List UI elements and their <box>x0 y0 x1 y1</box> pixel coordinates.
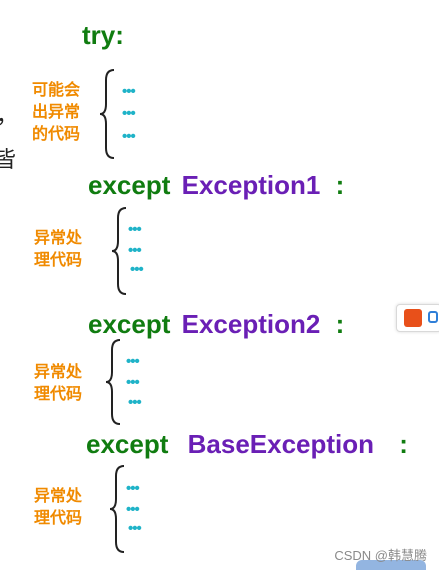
dots-2c: ••• <box>130 261 144 278</box>
except-line-1: except Exception1 : <box>88 170 344 201</box>
watermark: CSDN @韩慧腾 <box>334 548 427 563</box>
brace-handler-2 <box>105 339 121 425</box>
dots-2b: ••• <box>128 242 142 259</box>
corner-decoration <box>356 560 426 570</box>
except-keyword-3: except <box>86 429 169 459</box>
colon-1: : <box>335 170 345 200</box>
exception-name-3: BaseException <box>187 429 375 459</box>
edge-text-2: 皆 <box>0 147 17 172</box>
dots-3b: ••• <box>126 374 140 391</box>
dots-1c: ••• <box>122 128 136 145</box>
brace-handler-1 <box>111 207 127 295</box>
except-keyword-2: except <box>88 309 171 339</box>
dots-4b: ••• <box>126 501 140 518</box>
dots-2a: ••• <box>128 221 142 238</box>
dots-1b: ••• <box>122 105 136 122</box>
dots-4c: ••• <box>128 520 142 537</box>
label-handler-3: 异常处 理代码 <box>34 488 83 527</box>
app-logo-icon <box>404 309 422 327</box>
label-handler-1: 异常处 理代码 <box>34 230 83 269</box>
brace-try-body <box>99 69 115 159</box>
exception-name-1: Exception1 <box>181 170 321 200</box>
colon-3: : <box>399 429 408 459</box>
try-keyword: try: <box>82 20 124 50</box>
colon-2: : <box>335 309 345 339</box>
exception-name-2: Exception2 <box>181 309 321 339</box>
edge-text-1: ， <box>0 98 18 130</box>
except-keyword-1: except <box>88 170 171 200</box>
dots-4a: ••• <box>126 480 140 497</box>
dots-1a: ••• <box>122 83 136 100</box>
brace-handler-3 <box>109 465 125 553</box>
label-try-body: 可能会 出异常 的代码 <box>32 82 81 143</box>
except-line-3: except BaseException : <box>86 429 408 460</box>
except-line-2: except Exception2 : <box>88 309 344 340</box>
side-float-button[interactable] <box>396 304 439 332</box>
dots-3c: ••• <box>128 394 142 411</box>
label-handler-2: 异常处 理代码 <box>34 364 83 403</box>
page-icon <box>428 311 438 323</box>
dots-3a: ••• <box>126 353 140 370</box>
